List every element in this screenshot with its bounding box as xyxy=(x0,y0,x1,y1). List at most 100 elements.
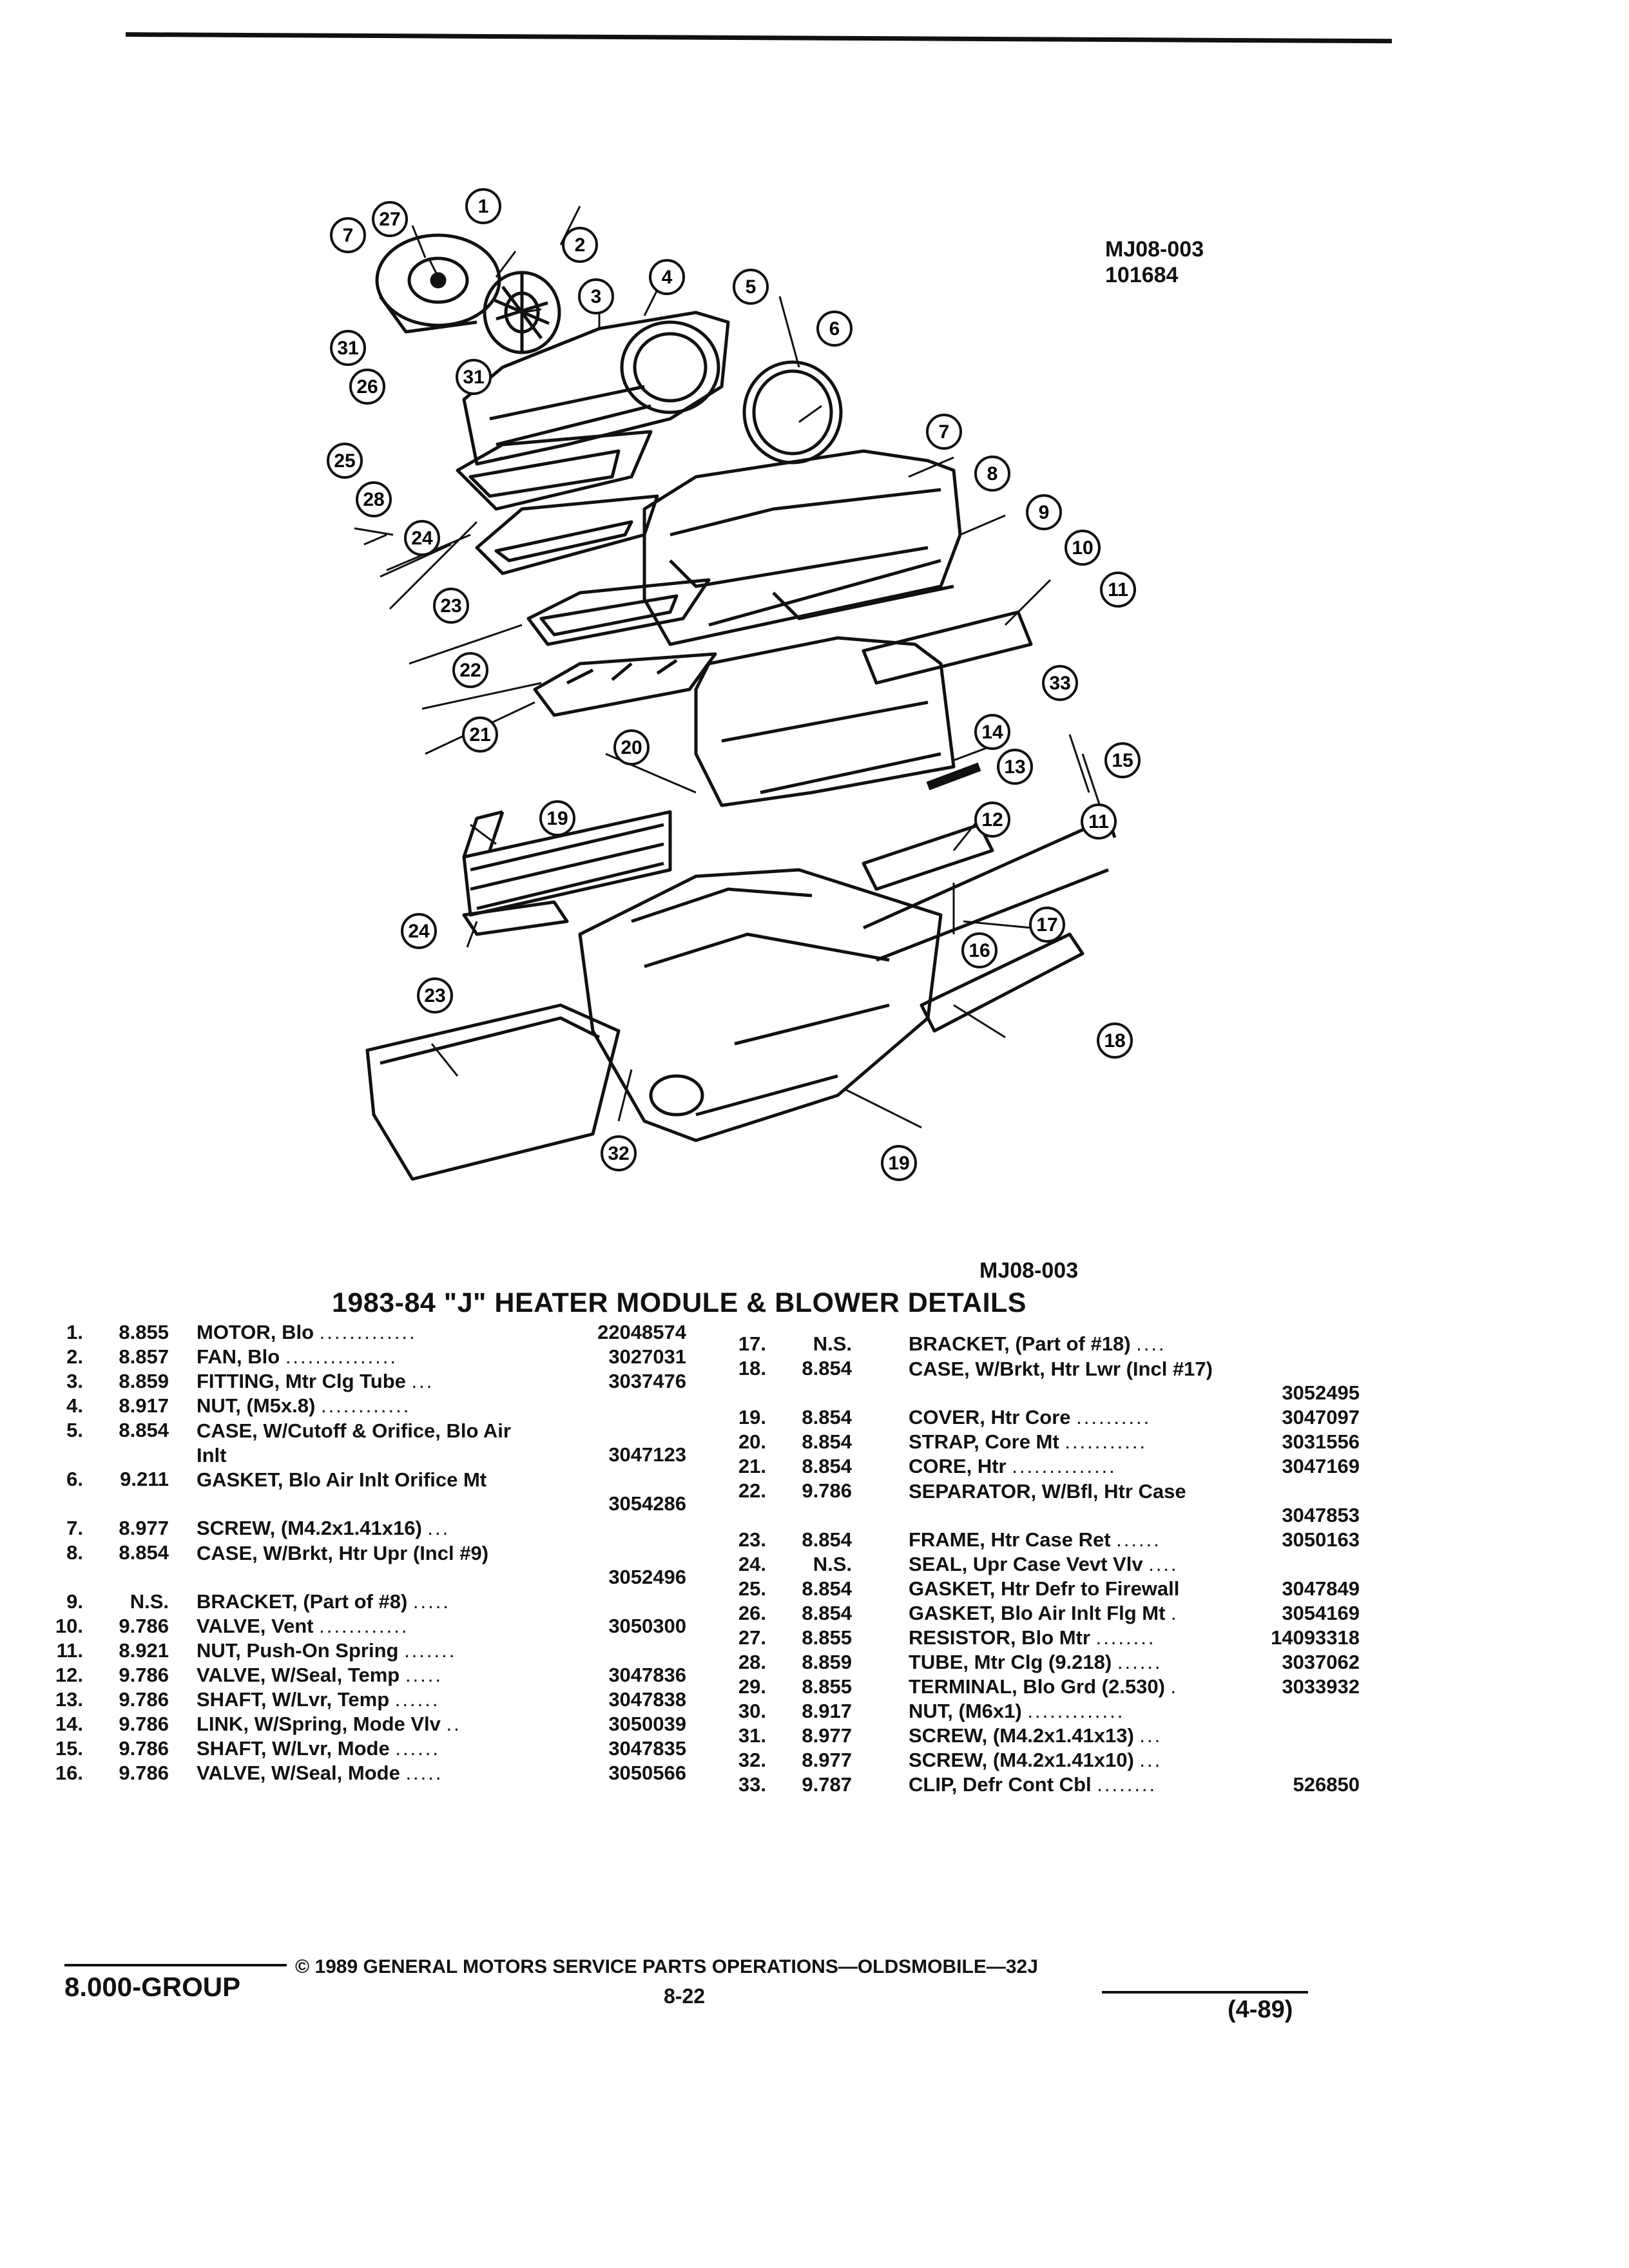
diagram-caption-ref: MJ08-003 xyxy=(979,1258,1079,1283)
callout-label: 7 xyxy=(343,225,354,246)
svg-text:31: 31 xyxy=(337,338,358,359)
lower-case-illustration xyxy=(578,868,943,1142)
footer-copyright: © 1989 GENERAL MOTORS SERVICE PARTS OPER… xyxy=(295,1956,1038,1977)
parts-list-right: 17.N.S.BRACKET, (Part of #18) .... 18.8.… xyxy=(725,1332,1360,1798)
list-item: 24.N.S.SEAL, Upr Case Vevt Vlv .... xyxy=(738,1553,1179,1575)
list-item: 17.N.S.BRACKET, (Part of #18) .... xyxy=(738,1332,1166,1355)
svg-text:6: 6 xyxy=(829,318,840,340)
svg-text:33: 33 xyxy=(1049,673,1070,694)
upper-case-illustration xyxy=(642,449,962,646)
top-rule xyxy=(125,32,1392,44)
svg-text:19: 19 xyxy=(888,1153,909,1174)
svg-text:10: 10 xyxy=(1072,537,1093,559)
svg-text:3: 3 xyxy=(591,286,602,307)
svg-text:14: 14 xyxy=(981,722,1003,743)
svg-text:18: 18 xyxy=(1104,1030,1125,1052)
svg-text:26: 26 xyxy=(356,376,378,398)
footer-rule-right xyxy=(1102,1991,1308,1994)
gasket-25-illustration xyxy=(475,494,659,575)
svg-text:25: 25 xyxy=(334,450,355,472)
svg-text:7: 7 xyxy=(939,421,950,443)
valve-16-illustration xyxy=(920,932,1084,1033)
svg-text:23: 23 xyxy=(440,595,461,617)
svg-text:24: 24 xyxy=(408,921,430,942)
svg-text:8: 8 xyxy=(987,463,998,485)
svg-text:24: 24 xyxy=(411,528,433,549)
svg-text:13: 13 xyxy=(1004,756,1025,778)
blower-inlet-case-illustration xyxy=(462,311,730,466)
core-strap-illustration xyxy=(462,900,569,936)
inlet-gasket-illustration xyxy=(742,360,843,465)
svg-text:23: 23 xyxy=(424,985,445,1006)
valve-10-illustration xyxy=(862,610,1033,685)
svg-text:21: 21 xyxy=(469,724,490,745)
svg-text:12: 12 xyxy=(981,809,1003,831)
svg-text:32: 32 xyxy=(608,1143,629,1164)
svg-text:15: 15 xyxy=(1112,750,1133,771)
page-number: 8-22 xyxy=(664,1984,706,2008)
svg-text:19: 19 xyxy=(546,808,568,829)
svg-text:16: 16 xyxy=(969,940,990,961)
exploded-view-diagram: 7 27 1 2 3 4 5 6 7 8 9 10 11 33 31 26 31… xyxy=(327,188,1141,1181)
blower-motor-illustration xyxy=(375,233,501,334)
svg-text:9: 9 xyxy=(1039,502,1050,523)
svg-text:2: 2 xyxy=(575,235,586,256)
svg-text:22: 22 xyxy=(459,660,481,681)
link-14-illustration xyxy=(926,762,981,791)
heater-core-illustration xyxy=(462,810,672,917)
svg-text:28: 28 xyxy=(363,489,384,510)
revision-date: (4-89) xyxy=(1228,1996,1293,2023)
footer-rule-left xyxy=(64,1964,287,1966)
svg-text:17: 17 xyxy=(1036,914,1057,936)
figure-ref-number: 101684 xyxy=(1105,263,1179,287)
callout-markers: 7 27 1 2 3 4 5 6 7 8 9 10 11 33 31 26 31… xyxy=(327,188,1141,1181)
svg-text:31: 31 xyxy=(463,367,484,388)
valve-12-illustration xyxy=(862,823,994,891)
svg-text:11: 11 xyxy=(1108,579,1128,601)
svg-text:27: 27 xyxy=(379,209,400,230)
frame-24-illustration xyxy=(526,578,711,646)
page-title: 1983-84 "J" HEATER MODULE & BLOWER DETAI… xyxy=(332,1287,1027,1318)
list-item: 9.N.S.BRACKET, (Part of #8) ..... xyxy=(66,1590,450,1613)
shaft-15-illustration xyxy=(876,868,1109,962)
blower-fan-illustration xyxy=(483,271,561,354)
figure-ref-code: MJ08-003 xyxy=(1105,237,1204,262)
separator-illustration xyxy=(694,636,956,807)
gasket-26-illustration xyxy=(456,430,653,511)
svg-text:1: 1 xyxy=(478,196,489,217)
footer-group-label: 8.000-GROUP xyxy=(64,1972,241,2002)
svg-text:4: 4 xyxy=(662,267,673,288)
heater-core-cover-illustration xyxy=(365,1003,621,1181)
frame-23-illustration xyxy=(533,652,717,717)
